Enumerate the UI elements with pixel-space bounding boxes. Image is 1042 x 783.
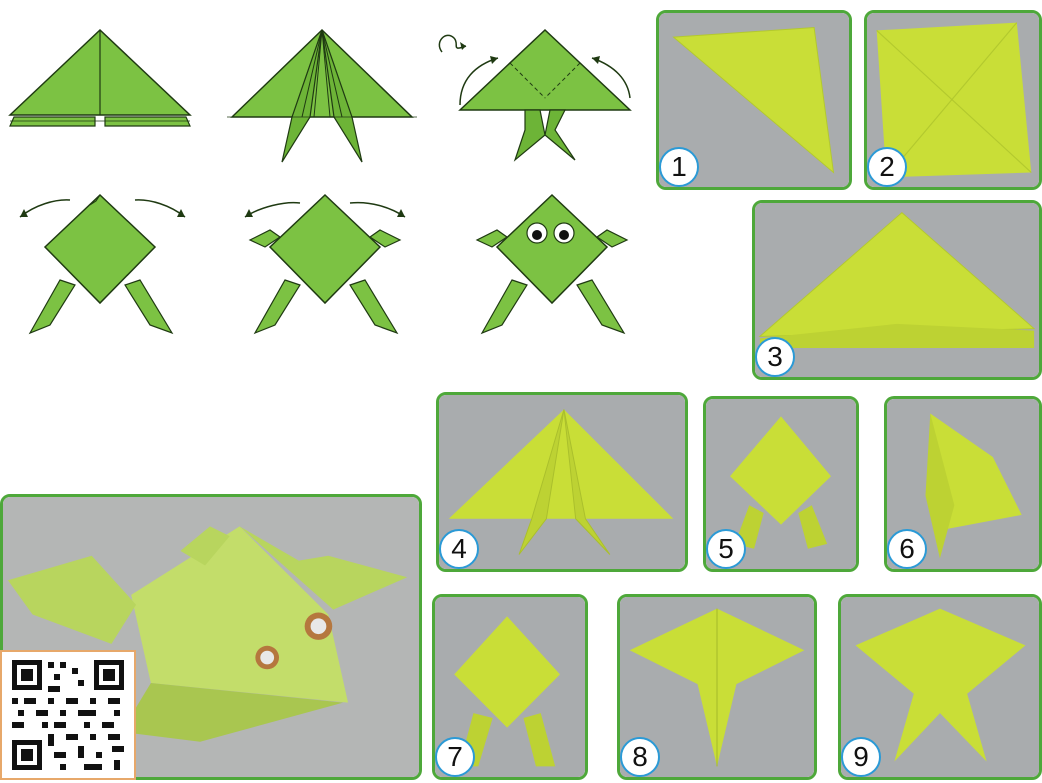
step-badge: 6 [887,529,927,569]
photo-step-3: 3 [752,200,1042,380]
photo-step-5: 5 [703,396,859,572]
diagram-step-c [430,20,640,170]
curved-arrow-icon [135,200,185,217]
step-badge: 4 [439,529,479,569]
photo-step-1: 1 [656,10,852,190]
step-badge: 8 [620,737,660,777]
diagram-step-b [222,22,422,172]
diagram-step-a [0,20,200,140]
step-badge: 9 [841,737,881,777]
step-badge: 7 [435,737,475,777]
step-badge: 3 [755,337,795,377]
photo-step-9: 9 [838,594,1042,780]
curved-arrow-icon [245,203,300,217]
curved-arrow-icon [20,200,70,217]
step-badge: 5 [706,529,746,569]
curved-arrow-icon [350,203,405,217]
flip-over-icon [439,35,466,52]
step-badge: 2 [867,147,907,187]
photo-step-6: 6 [884,396,1042,572]
photo-step-4: 4 [436,392,688,572]
photo-step-7: 7 [432,594,588,780]
qr-code-icon [0,650,136,780]
diagram-step-e [230,185,420,345]
diagram-step-d [10,185,200,345]
photo-step-8: 8 [617,594,817,780]
diagram-step-f [460,185,650,345]
step-badge: 1 [659,147,699,187]
photo-step-2: 2 [864,10,1042,190]
